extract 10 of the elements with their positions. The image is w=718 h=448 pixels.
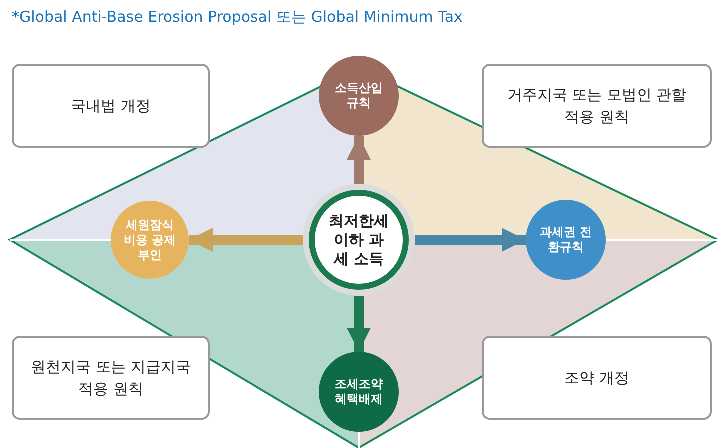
arrow	[415, 228, 526, 252]
title: *Global Anti-Base Erosion Proposal 또는 Global Minimum Tax	[12, 8, 463, 27]
arrow	[347, 296, 371, 352]
arrow	[347, 136, 371, 184]
text-box: 거주지국 또는 모법인 관할 적용 원칙	[482, 64, 712, 148]
circle-node: 소득산입 규칙	[319, 56, 399, 136]
text-box: 원천지국 또는 지급지국 적용 원칙	[12, 336, 210, 420]
arrow	[189, 228, 303, 252]
text-box: 국내법 개정	[12, 64, 210, 148]
text-box: 조약 개정	[482, 336, 712, 420]
